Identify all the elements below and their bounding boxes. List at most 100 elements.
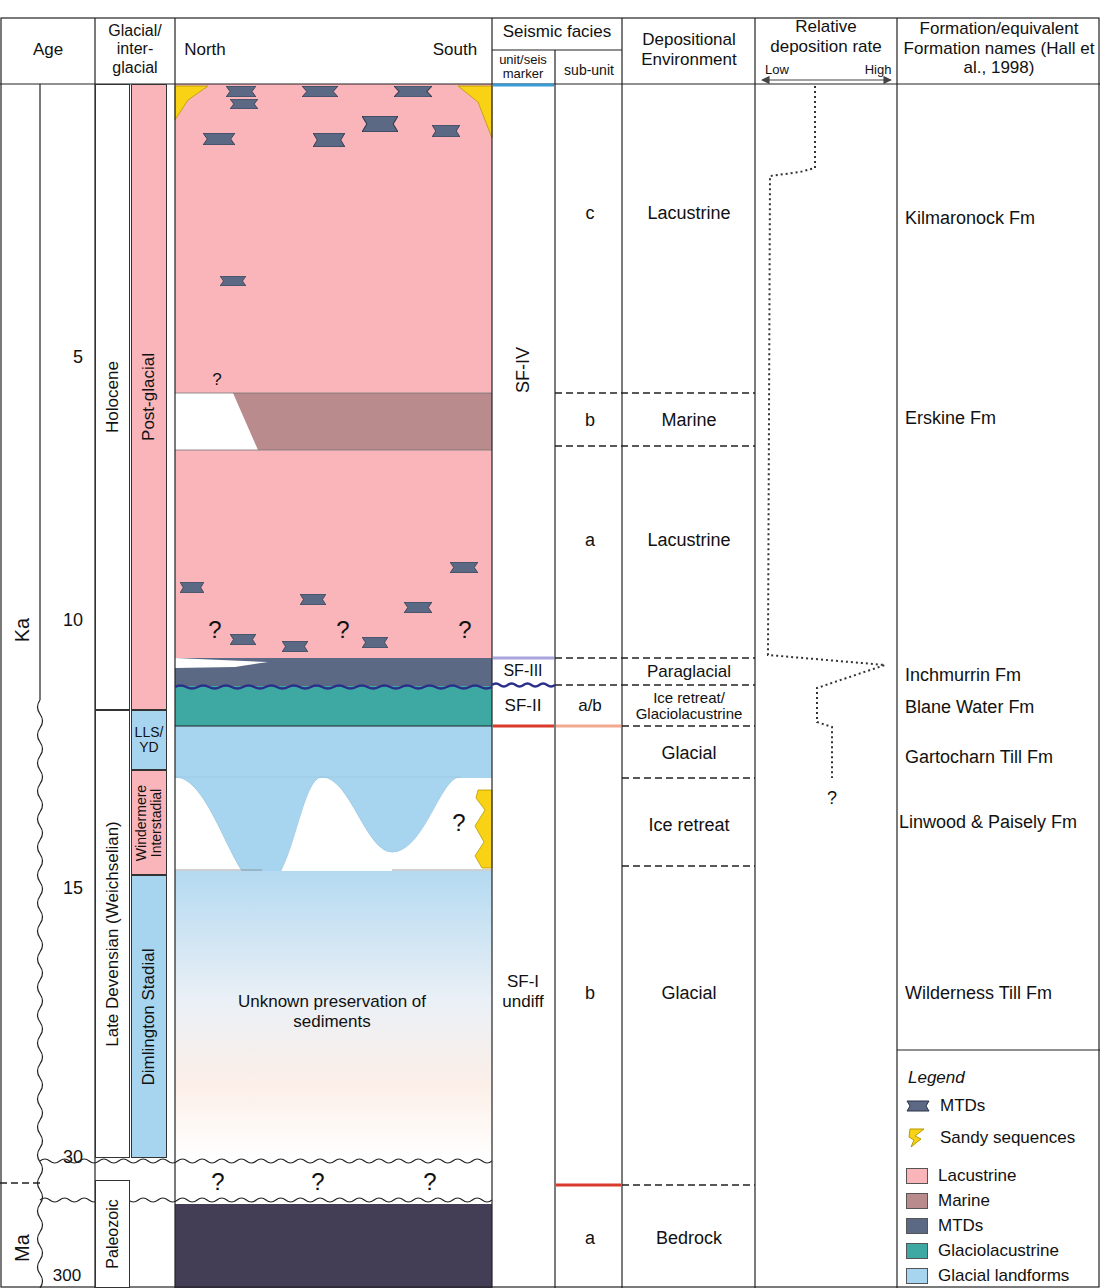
gradient-fill bbox=[175, 871, 492, 1158]
period-band: Late Devensian (Weichselian) bbox=[95, 710, 130, 1158]
legend-row: Glacial landforms bbox=[906, 1265, 1069, 1287]
band-label: Windermere Interstadial bbox=[134, 774, 165, 872]
table-label: a bbox=[585, 530, 595, 551]
lacustrine-fill bbox=[175, 84, 492, 658]
legend-swatch bbox=[906, 1168, 928, 1184]
table-label: Low bbox=[765, 63, 789, 78]
uncertainty-mark: ? bbox=[423, 1168, 436, 1196]
period-band: Post-glacial bbox=[131, 84, 167, 710]
legend-row: MTDs bbox=[906, 1095, 985, 1117]
uncertainty-mark: ? bbox=[452, 809, 465, 837]
period-band: Dimlington Stadial bbox=[131, 875, 167, 1158]
boundary bbox=[175, 450, 492, 451]
uncertainty-mark: ? bbox=[211, 1168, 224, 1196]
glacial-fill bbox=[175, 726, 492, 778]
table-label: Glacial bbox=[661, 743, 716, 764]
table-label: a/b bbox=[578, 696, 602, 716]
table-label: Lacustrine bbox=[647, 530, 730, 551]
seismic-markers bbox=[493, 85, 621, 1185]
uncertainty-mark: ? bbox=[311, 1168, 324, 1196]
table-label: 10 bbox=[63, 610, 83, 631]
table-label: a bbox=[585, 1228, 595, 1249]
table-label: High bbox=[865, 63, 892, 78]
table-label: 30 bbox=[63, 1147, 83, 1168]
table-label: Lacustrine bbox=[647, 203, 730, 224]
boundary bbox=[175, 393, 492, 394]
blank-fill bbox=[175, 393, 492, 450]
band-label: Late Devensian (Weichselian) bbox=[103, 821, 122, 1047]
sandy-sequence bbox=[458, 86, 492, 138]
period-band: Paleozoic bbox=[95, 1180, 130, 1288]
band-label: Holocene bbox=[103, 361, 122, 433]
table-label: Legend bbox=[908, 1068, 965, 1088]
legend-row: Glaciolacustrine bbox=[906, 1240, 1059, 1262]
legend-sandy-symbol bbox=[906, 1128, 930, 1148]
legend-row: Marine bbox=[906, 1190, 990, 1212]
table-label: Unknown preservation of sediments bbox=[222, 992, 442, 1031]
table-label: Linwood & Paisely Fm bbox=[899, 812, 1077, 833]
bedrock-fill bbox=[175, 1204, 492, 1288]
legend-text: Sandy sequences bbox=[940, 1128, 1075, 1148]
table-label: Glacial bbox=[661, 983, 716, 1004]
mtd-symbols bbox=[180, 86, 478, 652]
mtd-fill bbox=[175, 658, 492, 688]
glaciolacustrine-fill bbox=[175, 686, 492, 726]
table-label: SF-III bbox=[503, 662, 542, 680]
legend-row: MTDs bbox=[906, 1215, 983, 1237]
table-grid bbox=[0, 18, 1100, 1288]
uncertainty-mark: ? bbox=[208, 616, 221, 644]
band-label: Dimlington Stadial bbox=[140, 948, 159, 1085]
boundary bbox=[175, 726, 492, 727]
uncertainty-mark: ? bbox=[336, 616, 349, 644]
sandy-sequence bbox=[175, 86, 208, 120]
table-label: SF-IV bbox=[513, 347, 534, 393]
table-label: Ma bbox=[11, 1234, 34, 1262]
table-label: Seismic facies bbox=[503, 22, 612, 42]
table-label: c bbox=[586, 203, 595, 224]
legend-mtd-symbol bbox=[906, 1096, 930, 1116]
band-label: Post-glacial bbox=[140, 353, 159, 441]
table-label: Erskine Fm bbox=[905, 408, 996, 429]
band-label: LLS/ YD bbox=[132, 725, 166, 756]
uncertainty-mark: ? bbox=[458, 616, 471, 644]
table-label: Formation/equivalent Formation names (Ha… bbox=[899, 19, 1099, 78]
table-label: Relative deposition rate bbox=[756, 17, 896, 56]
table-label: Marine bbox=[661, 410, 716, 431]
legend-text: Lacustrine bbox=[938, 1166, 1016, 1186]
table-label: unit/seis marker bbox=[492, 53, 554, 80]
legend-shape bbox=[909, 1129, 924, 1147]
table-label: b bbox=[585, 983, 595, 1004]
legend-row: Sandy sequences bbox=[906, 1127, 1075, 1149]
table-label: Ice retreat/ Glaciolacustrine bbox=[623, 690, 755, 722]
table-label: Blane Water Fm bbox=[905, 697, 1034, 718]
table-label: b bbox=[585, 410, 595, 431]
table-label: 5 bbox=[73, 347, 83, 368]
erosion-surface bbox=[492, 684, 555, 687]
legend-text: Marine bbox=[938, 1191, 990, 1211]
marine-fill bbox=[233, 393, 492, 450]
legend-row: Lacustrine bbox=[906, 1165, 1016, 1187]
pinch-out bbox=[175, 658, 268, 668]
boundary bbox=[392, 870, 492, 871]
unconformity bbox=[40, 1159, 492, 1163]
erosion-surface bbox=[175, 686, 492, 689]
table-label: Depositional Environment bbox=[624, 30, 754, 69]
table-label: 15 bbox=[63, 878, 83, 899]
table-label: Kilmaronock Fm bbox=[905, 208, 1035, 229]
table-label: North bbox=[184, 40, 226, 60]
table-label: Age bbox=[33, 40, 63, 60]
legend-text: MTDs bbox=[938, 1216, 983, 1236]
legend-text: Glaciolacustrine bbox=[938, 1241, 1059, 1261]
table-label: Paraglacial bbox=[647, 662, 731, 682]
period-band: LLS/ YD bbox=[131, 710, 167, 770]
legend-shape bbox=[907, 1101, 929, 1111]
boundary bbox=[175, 870, 262, 871]
legend-text: Glacial landforms bbox=[938, 1266, 1069, 1286]
table-label: Glacial/ inter- glacial bbox=[97, 22, 173, 77]
table-label: Wilderness Till Fm bbox=[905, 983, 1052, 1004]
band-label: Paleozoic bbox=[104, 1199, 122, 1268]
period-band: Windermere Interstadial bbox=[131, 770, 167, 875]
rate-axis-arrow bbox=[762, 79, 891, 80]
legend-swatch bbox=[906, 1243, 928, 1259]
sandy-sequence bbox=[475, 790, 492, 868]
